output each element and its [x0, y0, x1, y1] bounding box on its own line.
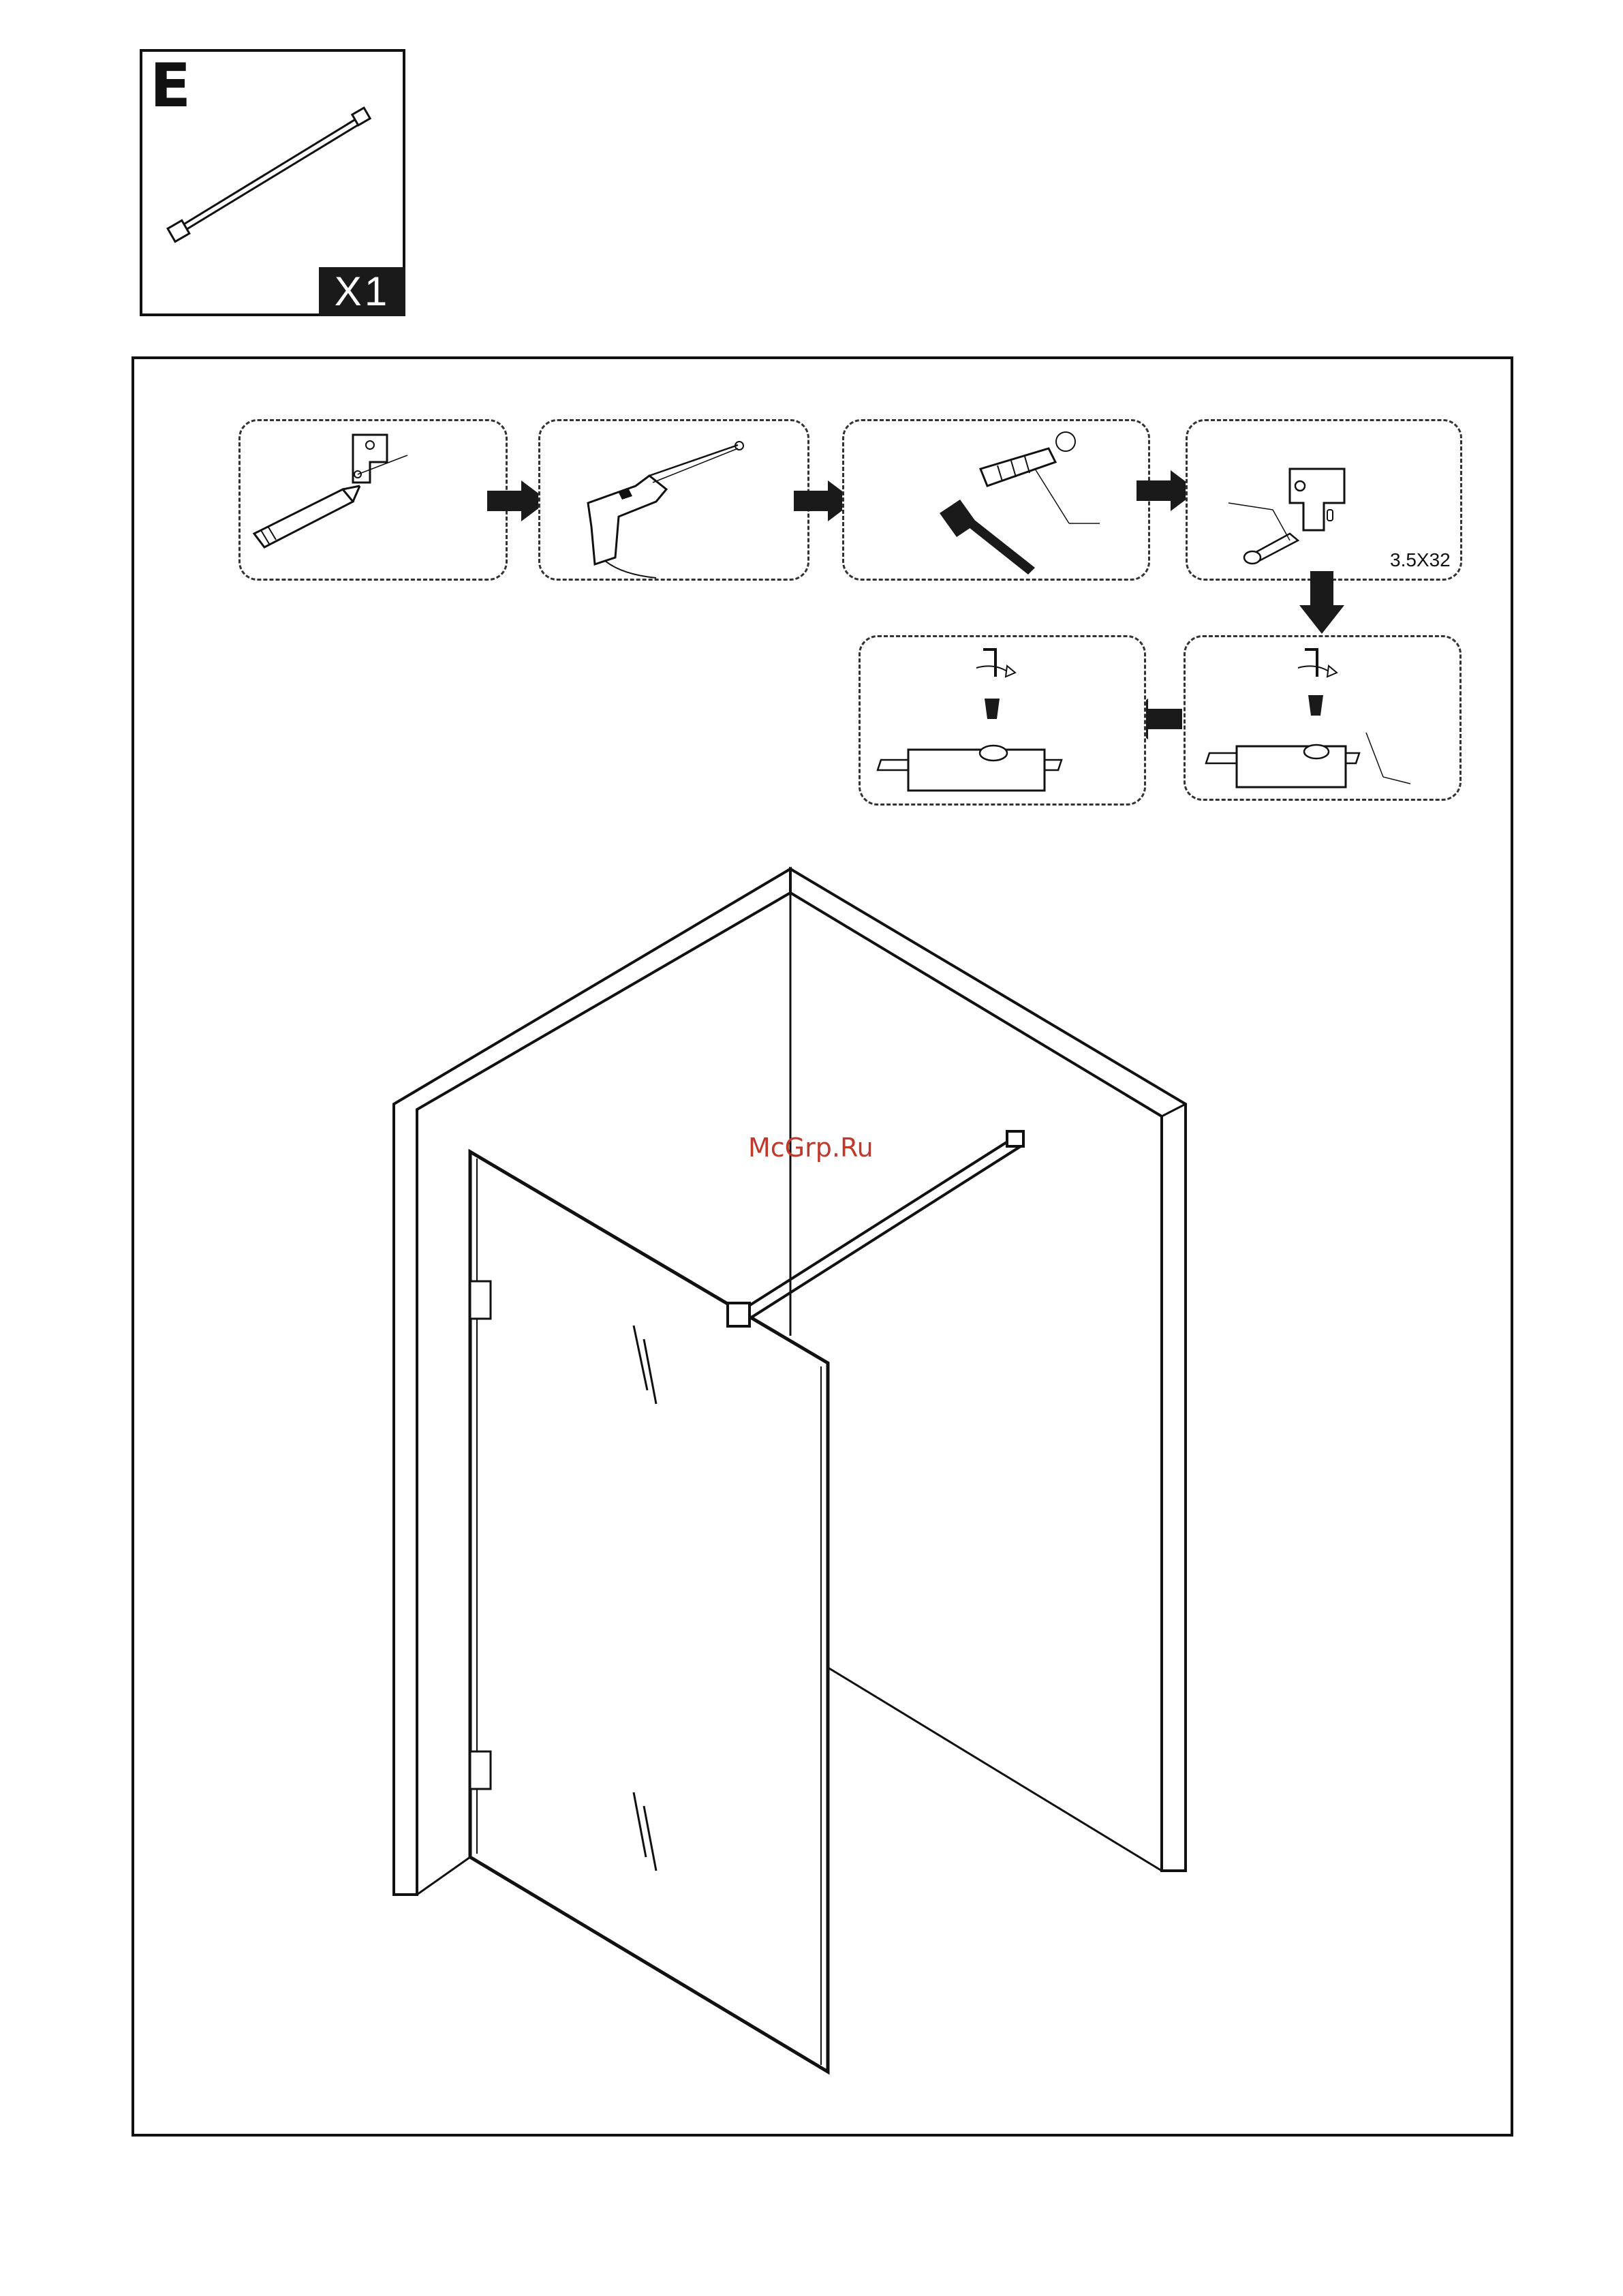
wall-clip-bottom — [470, 1751, 491, 1789]
wall-clip-top — [470, 1281, 491, 1319]
bar-glass-clamp — [728, 1303, 749, 1326]
watermark: McGrp.Ru — [748, 1133, 874, 1163]
bar-wall-bracket — [1007, 1131, 1023, 1146]
stabilizer-bar — [739, 1137, 1015, 1312]
right-wall — [790, 869, 1186, 1871]
